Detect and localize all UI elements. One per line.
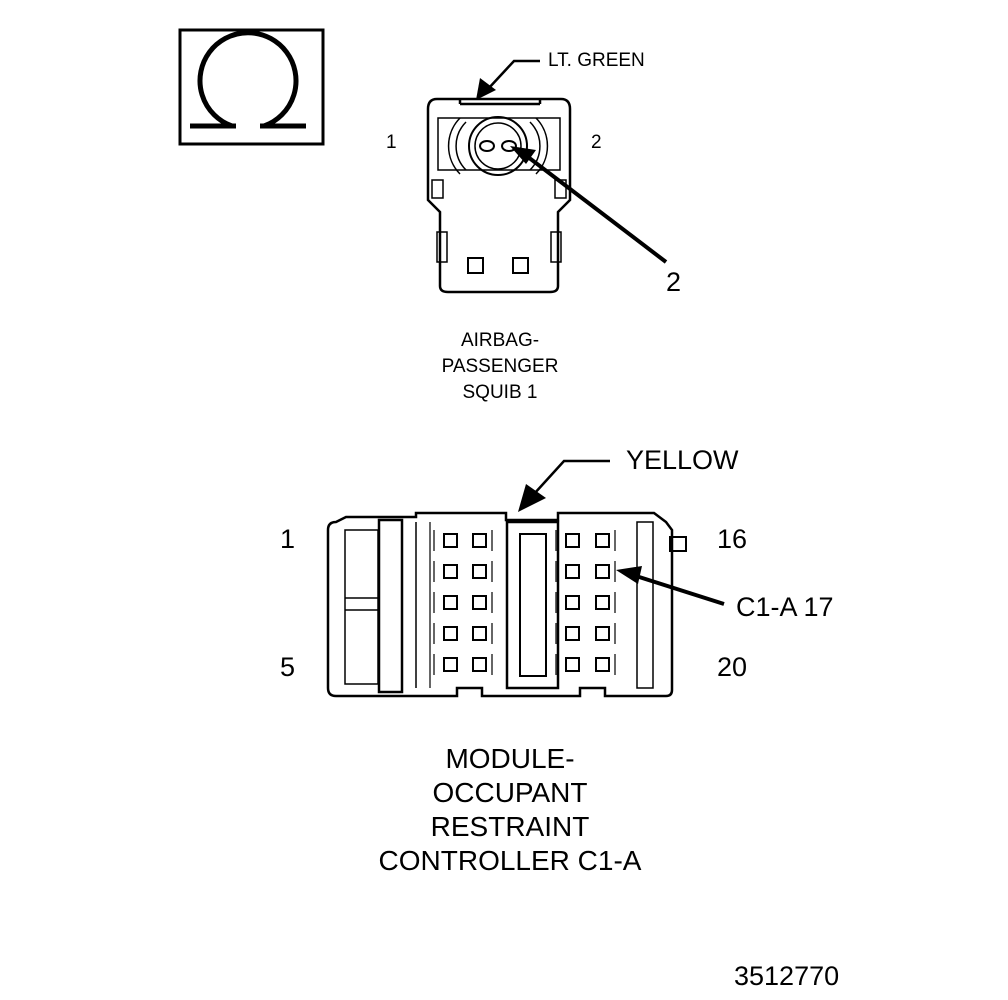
squib-connector-title: AIRBAG- PASSENGER SQUIB 1 — [400, 328, 600, 406]
orc-pin-16-label: 16 — [717, 524, 748, 554]
orc-pin-1-label: 1 — [280, 524, 296, 554]
pin-cavity — [595, 533, 610, 548]
pin-cavity — [472, 626, 487, 641]
pin-cavity — [472, 564, 487, 579]
pin-cavity — [472, 595, 487, 610]
orc-pin-5-label: 5 — [280, 652, 296, 682]
orc-title-line-2: OCCUPANT — [432, 777, 588, 808]
yellow-leader-arrow — [518, 459, 610, 512]
orc-pin-20-label: 20 — [717, 652, 748, 682]
figure-number: 3512770 — [734, 961, 840, 991]
pin-cavity — [565, 533, 580, 548]
pin-cavity — [443, 657, 458, 672]
squib-callout-2-label: 2 — [666, 267, 682, 297]
orc-title-line-1: MODULE- — [445, 743, 575, 774]
lt-green-leader-arrow — [476, 59, 540, 100]
pin-cavity — [443, 595, 458, 610]
pin-cavity — [595, 657, 610, 672]
pin-cavity — [472, 657, 487, 672]
pin-cavity — [443, 533, 458, 548]
c1a-17-callout-arrow — [616, 566, 725, 606]
orc-connector-body — [326, 511, 687, 698]
squib-title-line-2: PASSENGER — [441, 356, 559, 377]
yellow-color-label: YELLOW — [626, 445, 739, 475]
c1a-17-callout-label: C1-A 17 — [736, 592, 834, 622]
squib-terminal-socket — [447, 116, 549, 176]
pin-cavity — [565, 564, 580, 579]
pin-cavity — [565, 595, 580, 610]
ohm-symbol-icon — [178, 28, 325, 146]
squib-title-line-3: SQUIB 1 — [462, 382, 538, 403]
squib-pin-2-label: 2 — [591, 132, 602, 153]
pin-cavity — [443, 626, 458, 641]
pin-cavity — [595, 595, 610, 610]
pin-cavity — [595, 626, 610, 641]
squib-pin-1-label: 1 — [386, 132, 397, 153]
pin-cavity — [565, 657, 580, 672]
lt-green-color-label: LT. GREEN — [548, 50, 645, 71]
pin-cavity — [565, 626, 580, 641]
orc-title-line-4: CONTROLLER C1-A — [378, 845, 642, 876]
pin-cavity — [443, 564, 458, 579]
squib-title-line-1: AIRBAG- — [460, 330, 540, 351]
pin-cavity — [472, 533, 487, 548]
callout-2-arrow — [510, 146, 668, 264]
pin-cavity — [595, 564, 610, 579]
orc-pin-cavity-grid — [433, 530, 616, 675]
orc-connector-title: MODULE- OCCUPANT RESTRAINT CONTROLLER C1… — [340, 742, 680, 878]
squib-connector-body — [426, 97, 572, 294]
orc-title-line-3: RESTRAINT — [430, 811, 590, 842]
